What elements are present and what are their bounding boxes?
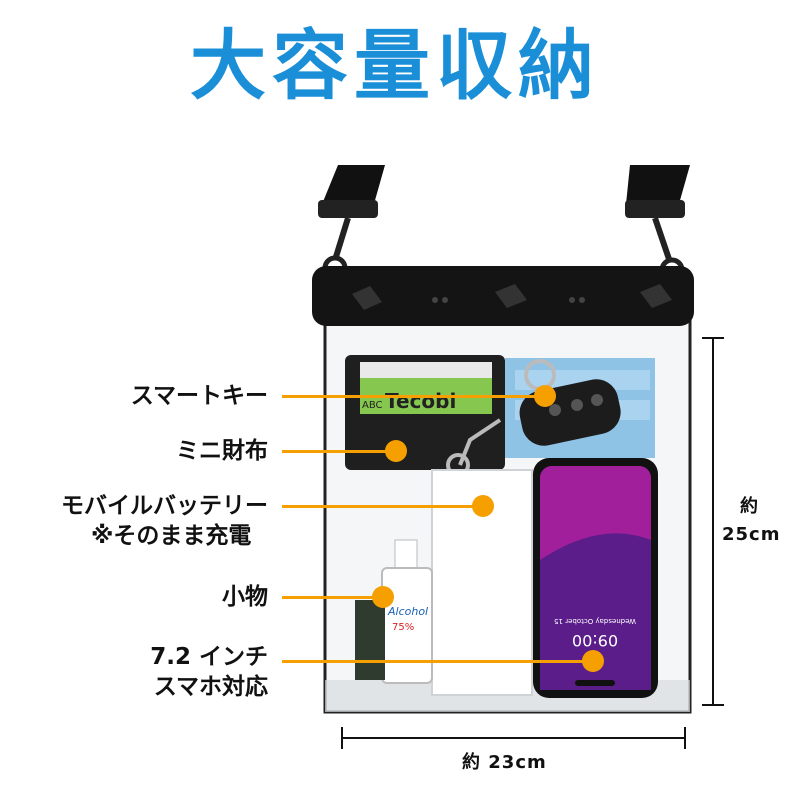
callout-small-items-leader [282, 596, 382, 599]
phone-time-text: 09:00 [572, 631, 618, 650]
height-dimension-prefix: 約 [740, 496, 759, 517]
callout-small-items-dot [372, 586, 394, 608]
callout-mini-wallet-leader [282, 450, 395, 453]
callout-smartphone-dot [582, 650, 604, 672]
callout-battery-dot [472, 495, 494, 517]
callout-battery-label: モバイルバッテリー ※そのまま充電 [61, 493, 268, 549]
callout-mini-wallet-label: ミニ財布 [176, 438, 268, 464]
card-brand-text: Tecobi [385, 389, 456, 413]
width-dimension-line [341, 727, 686, 749]
sanitizer-brand-text: Alcohol [387, 605, 428, 618]
height-dimension-line [702, 337, 724, 706]
height-dimension-value: 25cm [722, 524, 781, 545]
callout-battery-leader [282, 505, 482, 508]
callout-smartphone-label: 7.2 インチ スマホ対応 [150, 644, 268, 700]
callout-mini-wallet-dot [385, 440, 407, 462]
callout-smart-key-leader [282, 395, 544, 398]
page-title: 大容量収納 [190, 21, 600, 110]
sanitizer-sub-text: 75% [392, 622, 414, 633]
strap-icon [318, 165, 690, 263]
callout-smartphone-leader [282, 660, 592, 663]
callout-smart-key-label: スマートキー [130, 383, 268, 409]
small-items: Alcohol 75% [355, 539, 433, 684]
phone-date-text: Wednesday October 15 [554, 617, 636, 625]
callout-smart-key-dot [534, 385, 556, 407]
callout-small-items-label: 小物 [222, 584, 268, 610]
smartphone-item: 09:00 Wednesday October 15 [533, 458, 658, 698]
width-dimension-label: 約 23cm [462, 752, 547, 773]
card-prefix-text: ABC [362, 400, 383, 411]
